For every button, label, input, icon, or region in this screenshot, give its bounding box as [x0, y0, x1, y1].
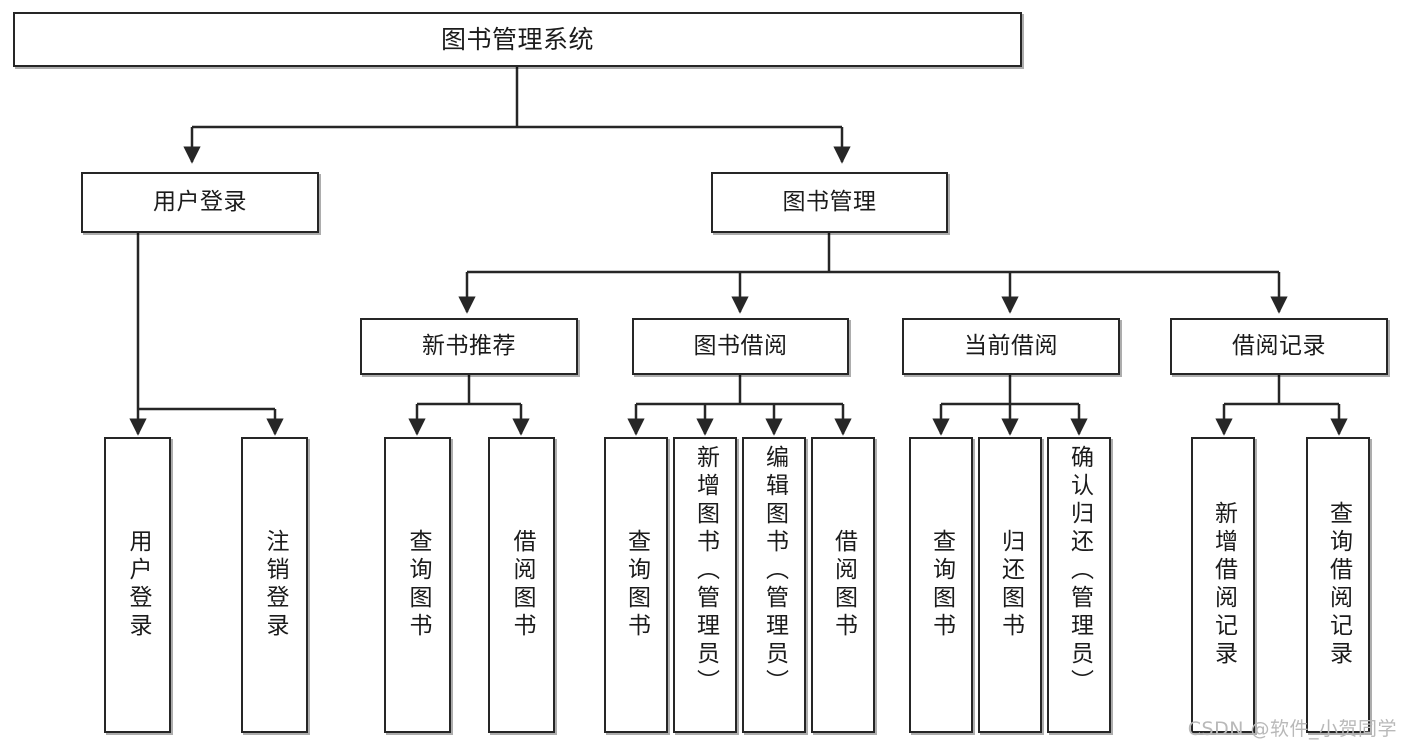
node-leaf-borrow-book-2[interactable]: 借阅图书 — [811, 437, 875, 733]
node-label: 新增借阅记录 — [1210, 501, 1237, 669]
node-label: 编辑图书（管理员） — [761, 445, 788, 697]
node-label: 借阅图书 — [509, 529, 535, 641]
node-label: 查询图书 — [405, 529, 431, 641]
node-label: 新增图书（管理员） — [692, 445, 719, 697]
node-label: 查询借阅记录 — [1325, 501, 1352, 669]
node-root-system[interactable]: 图书管理系统 — [13, 12, 1022, 67]
node-label: 查询图书 — [928, 529, 955, 641]
node-leaf-return-book[interactable]: 归还图书 — [978, 437, 1042, 733]
node-label: 借阅记录 — [1232, 332, 1326, 359]
node-label: 查询图书 — [623, 529, 650, 641]
node-leaf-query-record[interactable]: 查询借阅记录 — [1306, 437, 1370, 733]
node-leaf-logout[interactable]: 注销登录 — [241, 437, 308, 733]
node-user-login[interactable]: 用户登录 — [81, 172, 319, 233]
node-new-book-recommend[interactable]: 新书推荐 — [360, 318, 578, 375]
node-label: 新书推荐 — [422, 332, 516, 359]
node-label: 借阅图书 — [830, 529, 857, 641]
node-leaf-edit-book[interactable]: 编辑图书（管理员） — [742, 437, 806, 733]
node-leaf-add-record[interactable]: 新增借阅记录 — [1191, 437, 1255, 733]
node-leaf-user-login[interactable]: 用户登录 — [104, 437, 171, 733]
node-leaf-query-book-2[interactable]: 查询图书 — [604, 437, 668, 733]
node-book-management[interactable]: 图书管理 — [711, 172, 948, 233]
node-label: 归还图书 — [997, 529, 1024, 641]
node-book-borrow[interactable]: 图书借阅 — [632, 318, 849, 375]
node-borrow-record[interactable]: 借阅记录 — [1170, 318, 1388, 375]
node-leaf-add-book[interactable]: 新增图书（管理员） — [673, 437, 737, 733]
node-label: 图书管理 — [782, 188, 877, 215]
node-label: 图书借阅 — [693, 332, 788, 359]
node-label: 确认归还（管理员） — [1066, 445, 1093, 697]
node-label: 注销登录 — [262, 529, 288, 641]
node-label: 用户登录 — [153, 188, 247, 215]
node-leaf-query-book-1[interactable]: 查询图书 — [384, 437, 451, 733]
node-current-borrow[interactable]: 当前借阅 — [902, 318, 1120, 375]
node-label: 图书管理系统 — [440, 24, 594, 54]
node-label: 用户登录 — [125, 529, 151, 641]
watermark-text: CSDN @软件_小贺同学 — [1187, 718, 1397, 740]
node-label: 当前借阅 — [964, 332, 1058, 359]
node-leaf-confirm-return[interactable]: 确认归还（管理员） — [1047, 437, 1111, 733]
node-leaf-query-book-3[interactable]: 查询图书 — [909, 437, 973, 733]
node-leaf-borrow-book-1[interactable]: 借阅图书 — [488, 437, 555, 733]
